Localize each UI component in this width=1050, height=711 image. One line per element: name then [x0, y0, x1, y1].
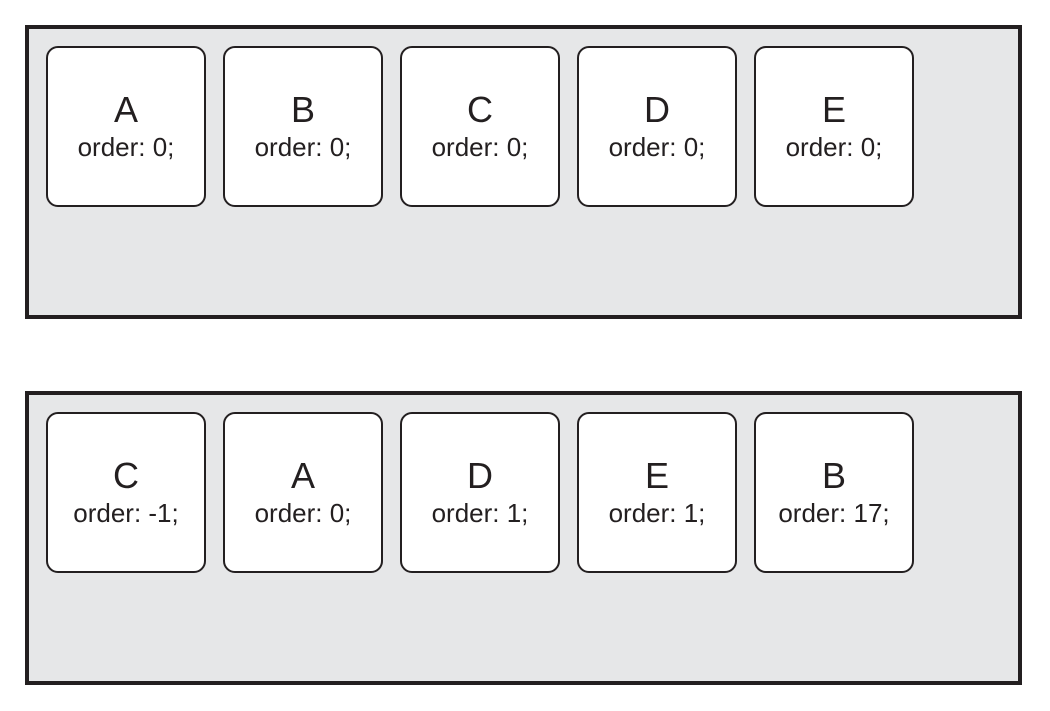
item-letter: A — [290, 455, 315, 496]
flex-item-card: D order: 0; — [577, 46, 737, 207]
flex-item-card: E order: 1; — [577, 412, 737, 573]
item-letter: E — [821, 89, 846, 130]
item-order-label: order: -1; — [73, 498, 179, 528]
item-letter: A — [113, 89, 138, 130]
item-order-label: order: 0; — [431, 132, 529, 162]
item-order-label: order: 1; — [608, 498, 706, 528]
flex-container-custom-order: C order: -1; A order: 0; D order: 1; E o… — [25, 391, 1022, 685]
item-letter: E — [644, 455, 669, 496]
flex-item-card: B order: 0; — [223, 46, 383, 207]
item-order-label: order: 1; — [431, 498, 529, 528]
flex-item-card: A order: 0; — [223, 412, 383, 573]
flex-item-card: C order: 0; — [400, 46, 560, 207]
flex-item-card: C order: -1; — [46, 412, 206, 573]
item-order-label: order: 0; — [254, 498, 352, 528]
item-letter: B — [290, 89, 315, 130]
item-order-label: order: 0; — [254, 132, 352, 162]
flex-item-card: B order: 17; — [754, 412, 914, 573]
flex-item-card: E order: 0; — [754, 46, 914, 207]
flex-item-card: D order: 1; — [400, 412, 560, 573]
item-letter: C — [467, 89, 493, 130]
item-letter: D — [467, 455, 493, 496]
item-letter: D — [644, 89, 670, 130]
item-order-label: order: 0; — [785, 132, 883, 162]
item-order-label: order: 0; — [608, 132, 706, 162]
flex-container-default-order: A order: 0; B order: 0; C order: 0; D or… — [25, 25, 1022, 319]
item-order-label: order: 17; — [778, 498, 890, 528]
item-letter: C — [113, 455, 139, 496]
flex-item-card: A order: 0; — [46, 46, 206, 207]
item-order-label: order: 0; — [77, 132, 175, 162]
flex-items-row: C order: -1; A order: 0; D order: 1; E o… — [46, 412, 914, 573]
flex-items-row: A order: 0; B order: 0; C order: 0; D or… — [46, 46, 914, 207]
item-letter: B — [821, 455, 846, 496]
